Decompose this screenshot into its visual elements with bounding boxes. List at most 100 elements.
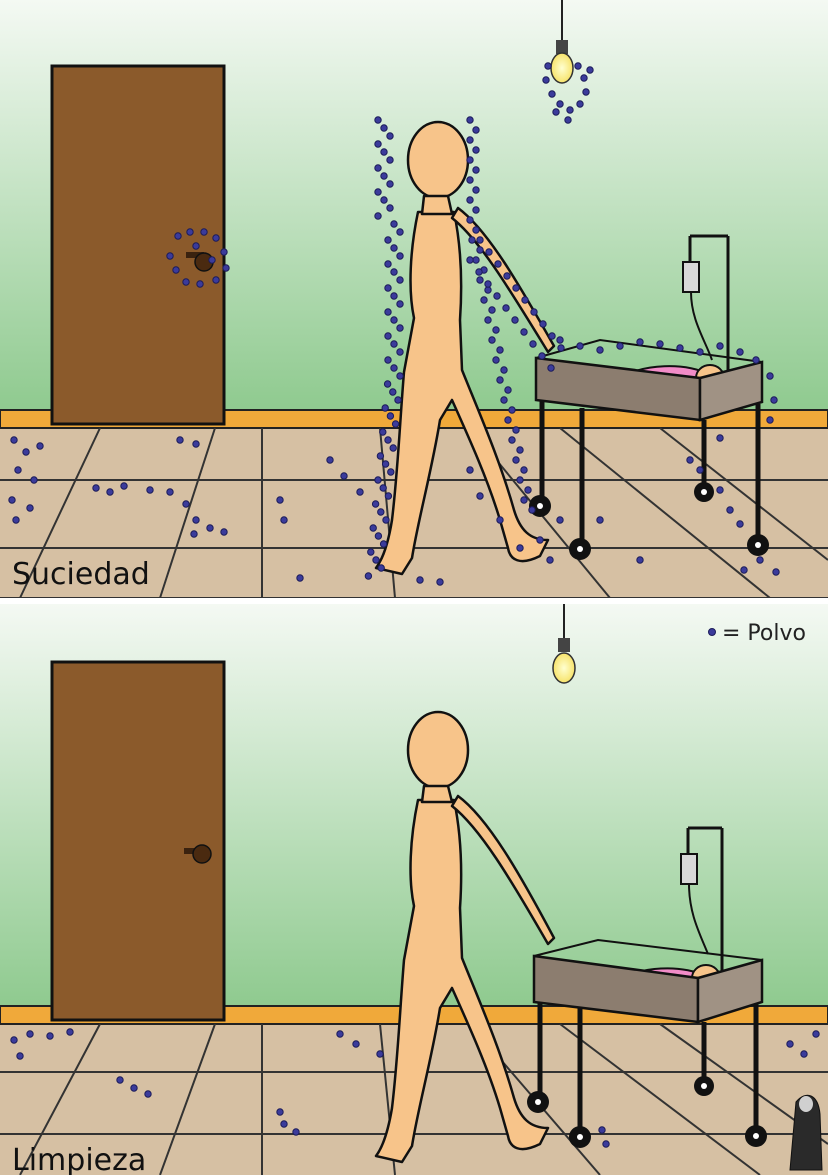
dust-dot — [380, 485, 386, 491]
dust-dot — [341, 473, 347, 479]
dust-dot — [597, 347, 603, 353]
dust-dot — [489, 337, 495, 343]
dust-dot — [637, 339, 643, 345]
dust-dot — [697, 467, 703, 473]
person-head — [408, 712, 468, 788]
dust-dot — [537, 537, 543, 543]
panel-divider — [0, 598, 828, 604]
dust-dot — [381, 125, 387, 131]
dust-dot — [565, 117, 571, 123]
dust-dot — [553, 109, 559, 115]
dust-dot — [697, 349, 703, 355]
panel-dirty: Suciedad — [0, 0, 828, 598]
dust-dot — [11, 437, 17, 443]
dust-dot — [193, 517, 199, 523]
dust-dot — [183, 279, 189, 285]
dust-dot — [767, 417, 773, 423]
dust-dot — [575, 63, 581, 69]
dust-dot — [183, 501, 189, 507]
dust-dot — [17, 1053, 23, 1059]
dust-dot — [771, 397, 777, 403]
dust-dot — [93, 485, 99, 491]
dust-dot — [530, 341, 536, 347]
dust-dot — [549, 333, 555, 339]
dust-dot — [9, 497, 15, 503]
dust-dot — [505, 417, 511, 423]
legend-label: = Polvo — [722, 621, 806, 646]
dust-dot — [477, 277, 483, 283]
dust-dot — [587, 67, 593, 73]
dust-dot — [382, 405, 388, 411]
dust-dot — [390, 389, 396, 395]
dust-dot — [521, 467, 527, 473]
dust-dot — [107, 489, 113, 495]
dust-dot — [221, 249, 227, 255]
dust-dot — [327, 457, 333, 463]
dust-dot — [397, 349, 403, 355]
dust-dot — [391, 365, 397, 371]
dust-dot — [717, 435, 723, 441]
dust-dot — [177, 437, 183, 443]
dust-dot — [501, 367, 507, 373]
dust-dot — [385, 357, 391, 363]
dust-dot — [437, 579, 443, 585]
dust-dot — [397, 301, 403, 307]
dust-dot — [581, 75, 587, 81]
dust-dot — [801, 1051, 807, 1057]
dust-dot — [277, 1109, 283, 1115]
dust-dot — [387, 181, 393, 187]
dust-dot — [375, 117, 381, 123]
dust-dot — [392, 421, 398, 427]
dust-dot — [477, 493, 483, 499]
dust-dot — [813, 1031, 819, 1037]
dust-dot — [603, 1141, 609, 1147]
dust-dot — [481, 297, 487, 303]
dust-dot — [417, 577, 423, 583]
dust-dot — [473, 207, 479, 213]
dust-dot — [493, 357, 499, 363]
dust-dot — [727, 507, 733, 513]
dust-dot — [175, 233, 181, 239]
dust-dot — [375, 189, 381, 195]
dust-dot — [387, 413, 393, 419]
dust-dot — [191, 531, 197, 537]
dust-dot — [381, 197, 387, 203]
dust-dot — [388, 469, 394, 475]
dust-dot — [47, 1033, 53, 1039]
dust-dot — [469, 237, 475, 243]
dust-dot — [67, 1029, 73, 1035]
dust-dot — [31, 477, 37, 483]
dust-dot — [375, 533, 381, 539]
dust-dot — [549, 91, 555, 97]
dust-dot — [637, 557, 643, 563]
dust-dot — [221, 529, 227, 535]
dust-dot — [373, 557, 379, 563]
dust-dot — [548, 365, 554, 371]
panel-label-limpieza: Limpieza — [12, 1143, 146, 1175]
dust-dot — [495, 261, 501, 267]
dust-dot — [382, 461, 388, 467]
dust-dot — [380, 541, 386, 547]
dust-dot — [385, 493, 391, 499]
dust-dot — [741, 567, 747, 573]
dust-dot — [485, 287, 491, 293]
dust-dot — [365, 573, 371, 579]
dust-dot — [557, 101, 563, 107]
dust-dot — [757, 557, 763, 563]
dust-dot — [557, 337, 563, 343]
dust-dot-icon — [709, 629, 716, 636]
panel-clean: = Polvo — [0, 604, 828, 1175]
dust-dot — [27, 505, 33, 511]
dust-dot — [557, 517, 563, 523]
dust-dot — [375, 477, 381, 483]
dust-dot — [381, 149, 387, 155]
dust-dot — [577, 343, 583, 349]
dust-dot — [385, 437, 391, 443]
dust-dot — [543, 77, 549, 83]
dust-dot — [391, 245, 397, 251]
dust-dot — [383, 517, 389, 523]
dust-dot — [467, 197, 473, 203]
dust-dot — [281, 1121, 287, 1127]
